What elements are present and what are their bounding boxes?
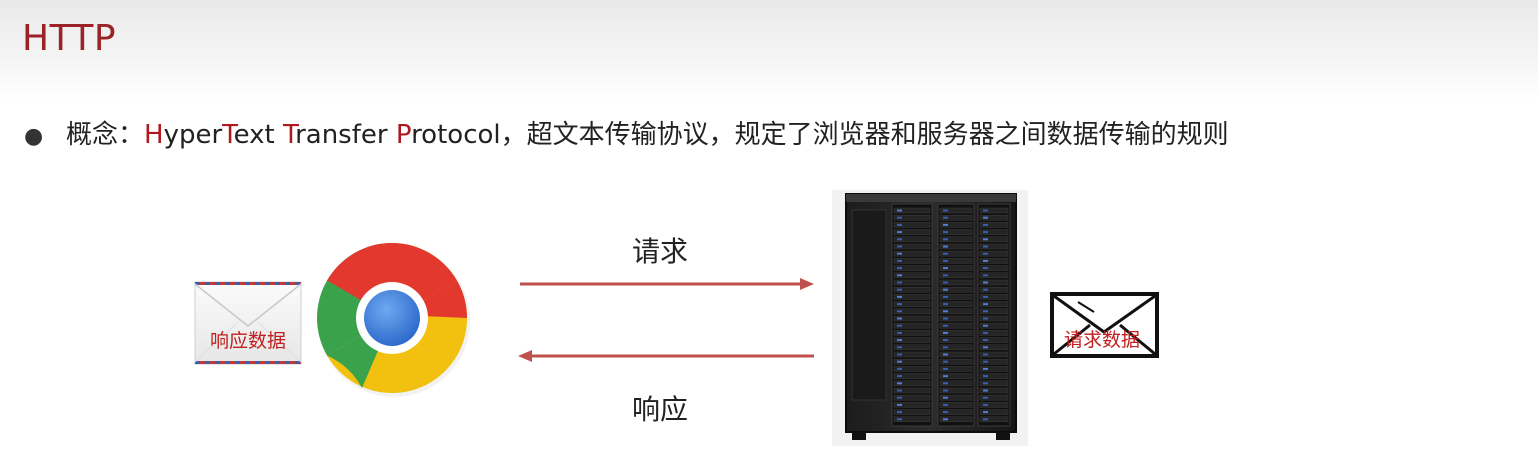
- term-letter-p: P: [395, 120, 412, 150]
- response-envelope-icon: 响应数据: [194, 281, 302, 365]
- term-letter-t: T: [222, 120, 234, 150]
- concept-description: ，超文本传输协议，规定了浏览器和服务器之间数据传输的规则: [500, 120, 1229, 150]
- response-arrow: [518, 350, 814, 362]
- chrome-browser-icon: [317, 243, 470, 397]
- slide-title: HTTP: [22, 18, 117, 59]
- term-part-ext: ext: [233, 120, 284, 150]
- request-envelope-label: 请求数据: [1064, 329, 1140, 351]
- server-rack-icon: [832, 190, 1028, 446]
- request-arrow: [520, 278, 814, 290]
- term-letter-h: H: [144, 120, 164, 150]
- header-band: [0, 0, 1538, 100]
- term-part-yper: yper: [163, 120, 223, 150]
- response-envelope-label: 响应数据: [210, 330, 286, 352]
- concept-bullet: ●概念：HyperText Transfer Protocol，超文本传输协议，…: [24, 114, 1229, 151]
- term-part-ransfer: ransfer: [295, 120, 396, 150]
- bullet-dot-icon: ●: [24, 124, 44, 149]
- response-label: 响应: [632, 393, 689, 426]
- term-letter-t2: T: [283, 120, 296, 150]
- term-part-rotocol: rotocol: [411, 120, 501, 150]
- concept-prefix: 概念：: [66, 120, 145, 150]
- request-envelope-icon: 请求数据: [1050, 292, 1159, 358]
- server-units: [893, 207, 1009, 423]
- request-label: 请求: [632, 235, 689, 268]
